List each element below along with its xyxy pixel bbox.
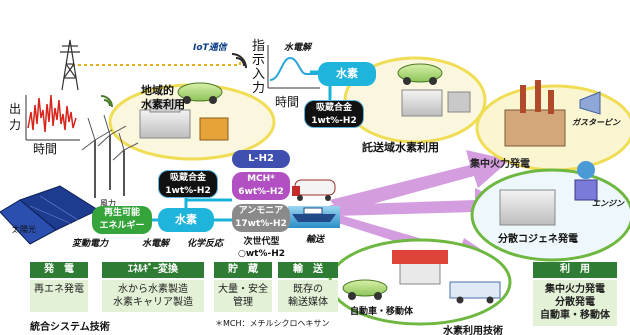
hydrogen-top-node: 水素 — [318, 62, 376, 86]
ammonia-name: アンモニア — [238, 206, 284, 216]
metal-hydride-top-capacity: 1wt%-H2 — [311, 116, 357, 126]
renewable-label-1: 再生可能 — [103, 208, 140, 218]
gas-turbine-label: ガスタービン — [572, 118, 620, 127]
electrolysis-top-label: 水電解 — [284, 43, 312, 53]
ammonia-capacity: 17wt%-H2 — [235, 219, 287, 229]
signal-lines — [72, 60, 241, 66]
mch-capacity: 6wt%-H2 — [238, 187, 284, 197]
category-conversion-text-1: 水から水素製造 — [118, 284, 188, 295]
renewable-energy-node: 再生可能 エネルギー — [92, 206, 152, 234]
solar-label: 太陽光 — [12, 225, 36, 234]
instruction-label-4: 力 — [252, 81, 266, 96]
remote-h2-label: 託送域水素利用 — [362, 141, 439, 154]
category-body-generation: 再エネ発電 — [30, 280, 88, 312]
usage-item-1: 集中火力発電 — [545, 284, 605, 295]
renewable-label-2: エネルギー — [99, 221, 145, 231]
engine-label: エンジン — [592, 199, 624, 208]
factory-icon — [504, 80, 601, 147]
category-body-conversion: 水から水素製造 水素キャリア製造 — [102, 280, 204, 312]
metal-hydride-name: 吸蔵合金 — [169, 173, 206, 183]
metal-hydride-top: 吸蔵合金 1wt%-H2 — [304, 100, 364, 128]
category-body-transport: 既存の 輸送媒体 — [278, 280, 338, 312]
remote-facility-icon — [397, 63, 471, 117]
tower-icon — [60, 39, 80, 91]
hydrogen-node: 水素 — [158, 208, 214, 232]
chem-reaction-label: 化学反応 — [187, 239, 224, 249]
category-storage-text-1: 大量・安全 — [218, 284, 268, 295]
category-header-transport: 輸 送 — [278, 262, 338, 278]
category-header-storage: 貯 蔵 — [214, 262, 272, 278]
vehicle-label: 自動車・移動体 — [350, 307, 414, 317]
vehicles-icon — [342, 250, 501, 304]
usage-header: 利 用 — [533, 262, 617, 278]
instruction-label-3: 入 — [252, 67, 266, 82]
instruction-label-1: 指 — [252, 39, 266, 54]
output-label-1: 出 — [9, 102, 22, 116]
metal-hydride-node: 吸蔵合金 1wt%-H2 — [158, 170, 218, 198]
next-gen-capacity: ○wt%-H2 — [238, 249, 286, 259]
time-label-top: 時間 — [275, 95, 300, 109]
central-thermal-label: 集中火力発電 — [470, 159, 530, 170]
local-facility-icon — [139, 82, 229, 141]
metal-hydride-top-name: 吸蔵合金 — [315, 103, 352, 113]
time-label-left: 時間 — [33, 142, 58, 156]
next-gen-label: 次世代型 ○wt%-H2 — [238, 236, 285, 260]
usage-item-2: 分散発電 — [555, 297, 595, 308]
local-h2-label-1: 地域的 — [141, 84, 174, 97]
h2-tech-label: 水素利用技術 — [443, 326, 503, 335]
category-generation-text: 再エネ発電 — [34, 284, 84, 295]
integrated-tech-label: 統合システム技術 — [30, 322, 110, 333]
mch-footnote: ＊MCH：メチルシクロヘキサン — [215, 319, 330, 328]
distributed-cogen-label: 分散コジェネ発電 — [498, 234, 578, 245]
local-h2-label-2: 水素利用 — [141, 98, 185, 111]
instruction-label-2: 示 — [252, 53, 266, 68]
usage-body: 集中火力発電 分散発電 自動車・移動体 — [533, 280, 617, 326]
category-body-storage: 大量・安全 管理 — [214, 280, 272, 312]
fluct-power-label: 変動電力 — [72, 239, 109, 249]
iot-label: IoT通信 — [193, 43, 227, 53]
wind-label: 風力 — [100, 199, 116, 208]
category-transport-text-2: 輸送媒体 — [288, 297, 328, 308]
cogen-icon — [499, 161, 598, 226]
truck-icon — [292, 179, 336, 201]
category-storage-text-2: 管理 — [233, 297, 253, 308]
category-conversion-text-2: 水素キャリア製造 — [113, 297, 193, 308]
signal-icon — [100, 53, 247, 108]
mch-name: MCH* — [247, 174, 275, 184]
lh2-node: L-H2 — [232, 150, 290, 168]
output-label-2: 力 — [9, 118, 22, 132]
fluctuating-output-icon — [25, 94, 80, 141]
category-header-conversion: ｴﾈﾙｷﾞｰ変換 — [102, 262, 204, 278]
mch-node: MCH* 6wt%-H2 — [232, 172, 290, 200]
transport-label: 輸送 — [306, 235, 325, 245]
instruction-chart-icon — [267, 45, 320, 89]
wind-turbine-icon — [81, 114, 139, 198]
electrolysis-label: 水電解 — [142, 239, 170, 249]
metal-hydride-capacity: 1wt%-H2 — [165, 186, 211, 196]
usage-item-3: 自動車・移動体 — [540, 310, 610, 321]
ship-icon — [288, 206, 340, 228]
category-transport-text-1: 既存の — [293, 284, 323, 295]
next-gen-name: 次世代型 — [243, 237, 280, 247]
ammonia-node: アンモニア 17wt%-H2 — [232, 204, 290, 232]
category-header-generation: 発 電 — [30, 262, 88, 278]
